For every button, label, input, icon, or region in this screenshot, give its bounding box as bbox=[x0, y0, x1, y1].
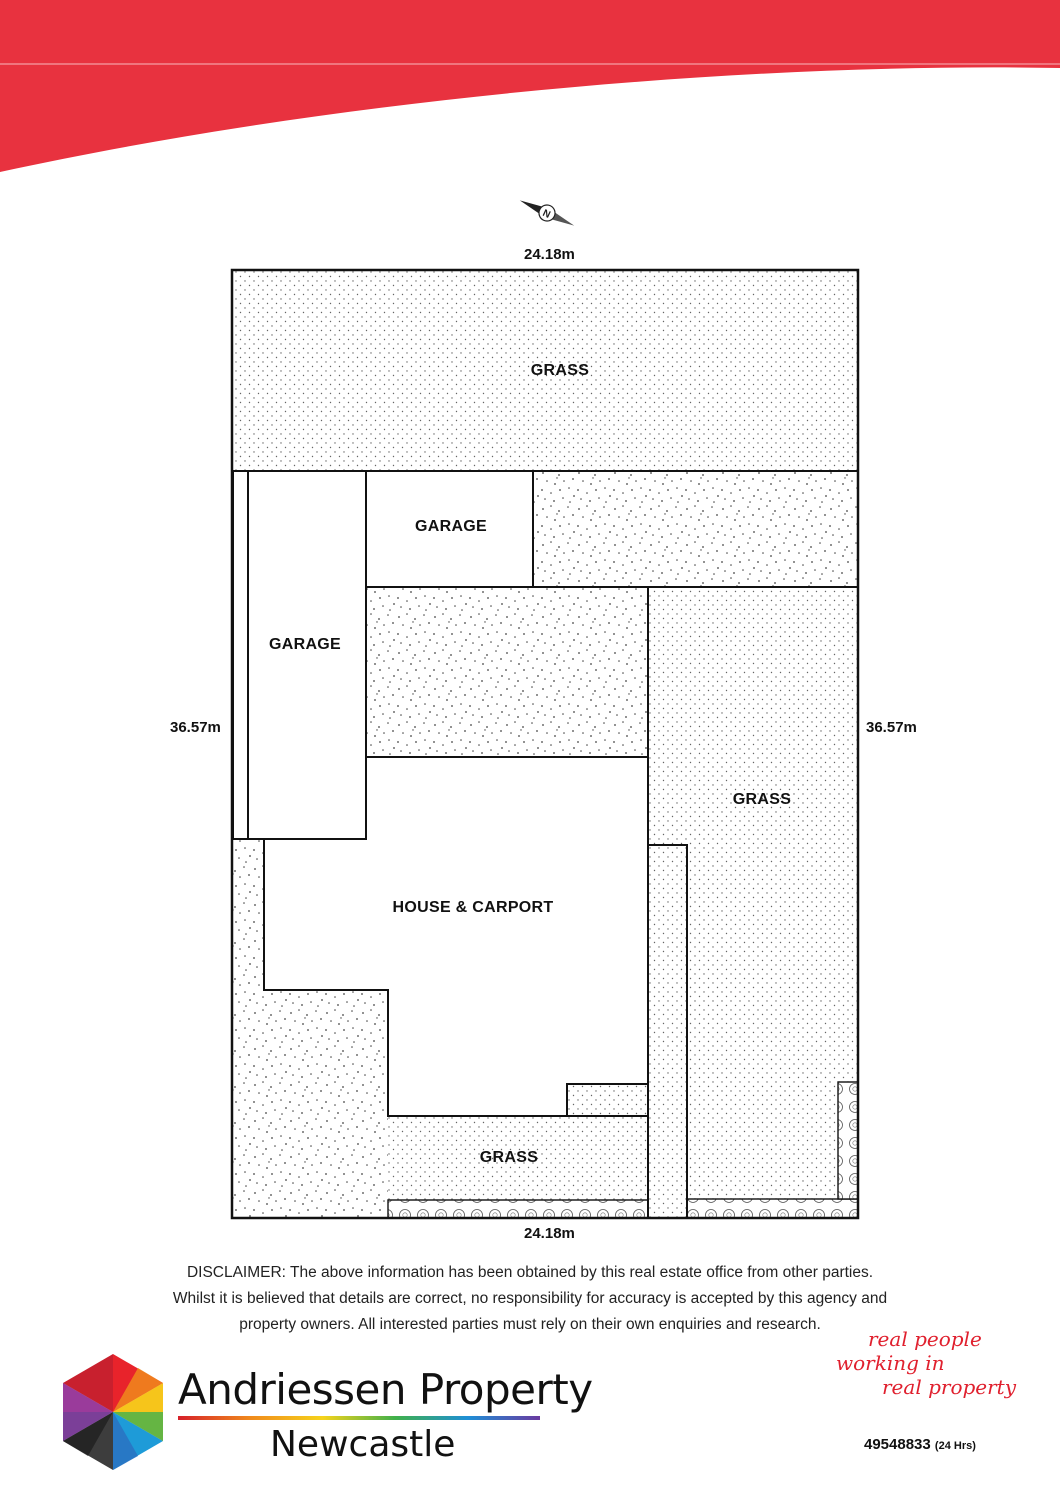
paving-left bbox=[233, 839, 388, 1218]
area-label-grass-bottom: GRASS bbox=[479, 1149, 539, 1166]
phone-value: 49548833 bbox=[864, 1436, 931, 1453]
grass-bottom bbox=[388, 1116, 648, 1200]
tagline: real people working in real property bbox=[834, 1327, 1017, 1407]
tagline-line-3: real property bbox=[882, 1375, 1017, 1399]
grass-right bbox=[648, 587, 858, 1199]
disclaimer: DISCLAIMER: The above information has be… bbox=[0, 1260, 1060, 1338]
dimension-top: 24.18m bbox=[524, 246, 575, 263]
site-plan: N bbox=[230, 200, 860, 1220]
area-label-garage-long: GARAGE bbox=[268, 636, 342, 653]
brand-rainbow-rule bbox=[178, 1416, 540, 1420]
garden-bed-bottom-left bbox=[387, 1199, 649, 1219]
phone-number: 49548833 (24 Hrs) bbox=[864, 1436, 976, 1453]
compass-label: N bbox=[541, 208, 552, 221]
dimension-right: 36.57m bbox=[866, 719, 917, 736]
area-label-grass-right: GRASS bbox=[732, 791, 792, 808]
phone-hours: (24 Hrs) bbox=[934, 1440, 976, 1452]
area-label-garage-small: GARAGE bbox=[414, 518, 488, 535]
tagline-line-1: real people bbox=[868, 1327, 982, 1351]
grass-side-strip bbox=[567, 845, 687, 1218]
area-label-house: HOUSE & CARPORT bbox=[392, 899, 554, 916]
disclaimer-line-1: DISCLAIMER: The above information has be… bbox=[186, 1264, 874, 1281]
side-path bbox=[232, 470, 249, 840]
area-label-grass-top: GRASS bbox=[530, 362, 590, 379]
paving-top-right bbox=[533, 471, 858, 587]
dimension-bottom: 24.18m bbox=[524, 1225, 575, 1242]
header-banner bbox=[0, 0, 1060, 172]
hexagon-logo-icon bbox=[63, 1354, 163, 1470]
garden-bed-bottom-right bbox=[686, 1198, 859, 1219]
disclaimer-line-2: Whilst it is believed that details are c… bbox=[172, 1290, 888, 1307]
disclaimer-line-3: property owners. All interested parties … bbox=[239, 1316, 821, 1333]
brand-name: Andriessen Property bbox=[178, 1365, 593, 1414]
garage-small bbox=[365, 470, 534, 588]
garden-bed-right bbox=[837, 1081, 859, 1200]
paving-middle bbox=[366, 587, 648, 757]
lot-boundary bbox=[230, 268, 860, 1220]
tagline-line-2: working in bbox=[836, 1351, 945, 1375]
north-arrow-icon: N bbox=[519, 200, 575, 226]
brand-city: Newcastle bbox=[270, 1424, 456, 1465]
dimension-left: 36.57m bbox=[170, 719, 221, 736]
grass-top bbox=[233, 270, 858, 471]
garage-long bbox=[247, 470, 367, 840]
